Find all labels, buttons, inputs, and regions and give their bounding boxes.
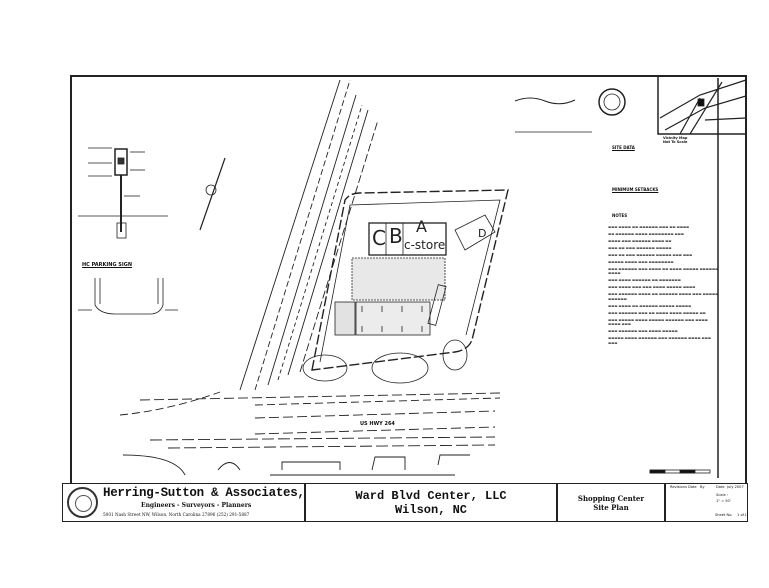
outparcel-d [454,214,496,251]
project-name: Ward Blvd Center, LLC [355,489,507,503]
rev-header-revisions: Revisions [670,485,687,489]
date-value: July 2007 [727,485,744,489]
driveway [442,339,468,371]
sheet-title-line1: Shopping Center [577,494,645,503]
hc-parking-sign-title: HC PARKING SIGN [82,262,133,268]
property-boundary [311,189,509,371]
sheet-total: 1 [744,513,747,517]
c-store-label: c-store [404,238,446,252]
driveway [302,354,348,382]
site-data-heading: SITE DATA [612,145,635,150]
revisions-block: Revisions Date By Date July 2007 Scale :… [665,483,748,522]
parking-area [334,257,446,336]
rev-header-by: By [700,485,705,489]
vicinity-map-caption-line2: Not To Scale [663,140,688,144]
notes-heading: NOTES [612,213,628,218]
vicinity-map-caption: Vicinity Map Not To Scale [663,136,687,144]
driveway [371,352,429,384]
unit-b-label: B [389,224,403,248]
left-road [239,79,379,391]
engineer-signature [514,97,576,105]
engineer-seal [598,88,626,116]
sheet-label: Sheet No. [715,513,733,517]
scale-value: 1" = 50' [716,499,731,503]
firm-title-block: Herring-Sutton & Associates, P.A. Engine… [62,483,341,522]
project-location: Wilson, NC [394,503,467,517]
date-label: Date [716,485,725,489]
vicinity-map-caption-line1: Vicinity Map [663,136,688,140]
building-footprint [368,222,447,256]
firm-services: Engineers - Surveyors - Planners [141,502,252,509]
firm-seal-icon [67,487,98,518]
unit-a-label: A [416,217,427,236]
firm-name: Herring-Sutton & Associates, P.A. [103,486,341,500]
setbacks-heading: MINIMUM SETBACKS [612,187,659,192]
sheet-title-line2: Site Plan [593,503,629,512]
highway [119,391,501,476]
unit-c-label: C [372,226,386,250]
hc-parking-sign-detail [78,147,168,239]
project-title-block: Ward Blvd Center, LLC Wilson, NC [305,483,557,522]
firm-address: 5001 Nash Street NW, Wilson, North Carol… [103,512,250,517]
sheet-title-block: Shopping Center Site Plan [557,483,665,522]
scale-label: Scale : [716,493,729,497]
highway-label: US HWY 264 [360,421,395,427]
sheet-number: 1 [737,513,740,517]
curb-detail [78,278,178,315]
vicinity-map [657,75,747,135]
rev-header-date: Date [688,485,697,489]
notes-block: ▬▬▬ ▬▬▬▬ ▬▬ ▬▬▬▬▬▬ ▬▬▬ ▬▬ ▬▬▬▬▬▬ ▬▬▬▬▬▬ … [608,225,719,345]
loading-area [427,284,447,326]
north-arrow-icon [199,157,226,231]
sheet-of: of [740,513,744,517]
unit-d-label: D [478,227,487,240]
